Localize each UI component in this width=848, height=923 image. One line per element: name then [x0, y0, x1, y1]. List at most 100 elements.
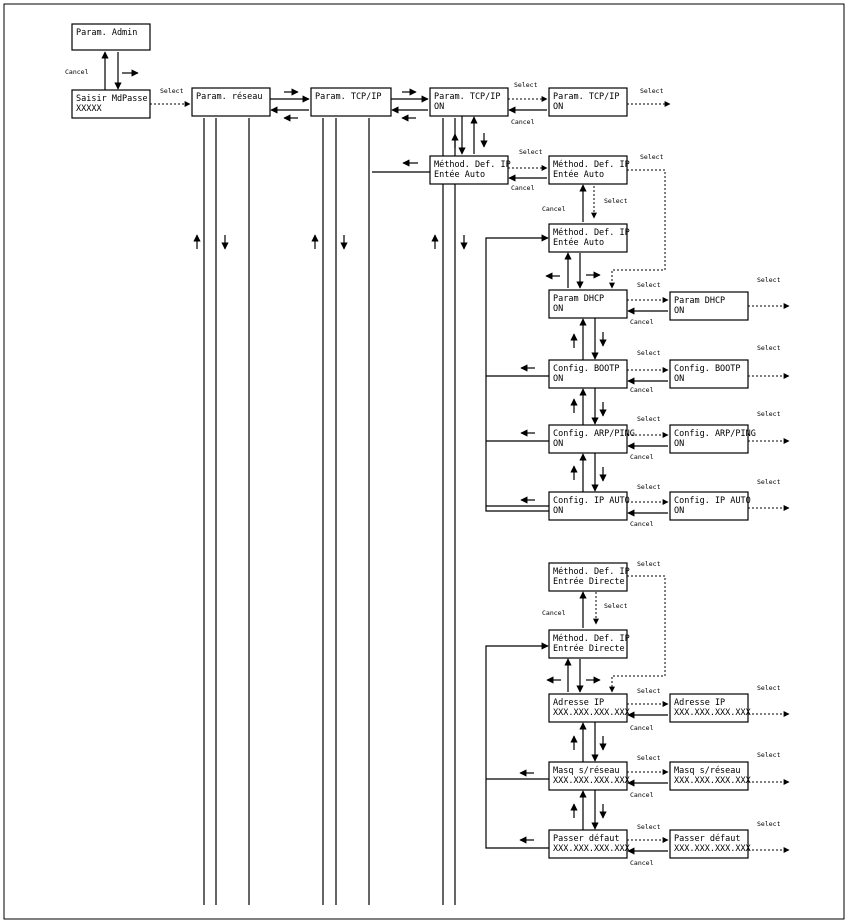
box-mdp-frame — [71, 89, 151, 119]
box-tcpip1-line1: Param. TCP/IP — [315, 92, 382, 102]
box-bootp2-line2: ON — [674, 374, 684, 384]
cancel-label: Cancel — [630, 724, 654, 732]
box-dhcp-line1: Param DHCP — [553, 294, 604, 304]
box-admin-frame — [71, 23, 151, 51]
box-masq2-line2: XXX.XXX.XXX.XXX — [674, 776, 752, 786]
box-passer2-frame — [669, 829, 749, 859]
box-masq-line2: XXX.XXX.XXX.XXX — [553, 776, 631, 786]
box-meth2-line2: Entée Auto — [553, 169, 604, 180]
box-adresse2-line1: Adresse IP — [674, 698, 725, 708]
select-label: Select — [604, 602, 628, 610]
select-label: Select — [640, 153, 664, 161]
box-bootp2-frame — [669, 359, 749, 389]
box-adresse-frame — [548, 693, 628, 723]
cancel-label: Cancel — [630, 520, 654, 528]
box-bootp-frame — [548, 359, 628, 389]
box-meth2-frame — [548, 155, 628, 185]
select-label: Select — [637, 754, 661, 762]
box-passer2-line1: Passer défaut — [674, 833, 741, 844]
box-ipauto-frame — [548, 491, 628, 521]
select-label: Select — [640, 87, 664, 95]
box-masq-frame — [548, 761, 628, 791]
box-dhcp-frame — [548, 289, 628, 319]
select-label: Select — [637, 560, 661, 568]
box-tcpip1: Param. TCP/IP — [310, 87, 392, 117]
box-arp-frame — [548, 424, 628, 454]
select-label: Select — [757, 684, 781, 692]
box-tcpip2-frame — [429, 87, 509, 117]
connector-line — [485, 645, 549, 849]
select-label: Select — [757, 751, 781, 759]
box-bootp-line1: Config. BOOTP — [553, 364, 620, 374]
box-mdp-line2: XXXXX — [76, 104, 102, 114]
cancel-label: Cancel — [542, 205, 566, 213]
box-ipauto-line1: Config. IP AUTO — [553, 496, 630, 506]
box-dhcp2-line1: Param DHCP — [674, 296, 725, 306]
select-label: Select — [514, 81, 538, 89]
cancel-label: Cancel — [511, 118, 535, 126]
connector-lines — [101, 51, 790, 905]
select-label: Select — [757, 820, 781, 828]
cancel-label: Cancel — [542, 609, 566, 617]
box-tcpip3-frame — [548, 87, 628, 117]
cancel-label: Cancel — [511, 184, 535, 192]
connector-line — [609, 169, 666, 289]
box-mdp-line1: Saisir MdPasse — [76, 94, 148, 104]
box-masq-line1: Masq s/réseau — [553, 765, 620, 776]
box-methd2-line2: Entrée Directe — [553, 643, 625, 654]
key-labels: CancelSelectSelectCancelSelectSelectCanc… — [65, 68, 781, 867]
box-ipauto2-line2: ON — [674, 506, 684, 516]
box-passer-frame — [548, 829, 628, 859]
select-label: Select — [757, 478, 781, 486]
box-passer-line2: XXX.XXX.XXX.XXX — [553, 844, 631, 854]
select-label: Select — [757, 410, 781, 418]
box-passer2-line2: XXX.XXX.XXX.XXX — [674, 844, 752, 854]
select-label: Select — [637, 687, 661, 695]
box-methd1-line2: Entrée Directe — [553, 576, 625, 587]
cancel-label: Cancel — [630, 386, 654, 394]
box-methd1-frame — [548, 562, 628, 592]
select-label: Select — [757, 276, 781, 284]
select-label: Select — [637, 483, 661, 491]
select-label: Select — [160, 87, 184, 95]
box-tcpip3-line1: Param. TCP/IP — [553, 92, 620, 102]
box-ipauto2-frame — [669, 491, 749, 521]
box-meth1-line1: Méthod. Def. IP — [434, 159, 511, 170]
select-label: Select — [637, 823, 661, 831]
box-admin: Param. Admin — [71, 23, 151, 51]
box-masq2-line1: Masq s/réseau — [674, 765, 741, 776]
select-label: Select — [519, 148, 543, 156]
box-arp-line1: Config. ARP/PING — [553, 429, 635, 439]
box-masq2-frame — [669, 761, 749, 791]
select-label: Select — [757, 344, 781, 352]
box-arp2-frame — [669, 424, 749, 454]
select-label: Select — [637, 281, 661, 289]
box-tcpip3-line2: ON — [553, 102, 563, 112]
cancel-label: Cancel — [630, 318, 654, 326]
connector-line — [485, 237, 549, 512]
box-meth1-frame — [429, 155, 509, 185]
box-dhcp-line2: ON — [553, 304, 563, 314]
select-label: Select — [637, 349, 661, 357]
box-meth1-line2: Entée Auto — [434, 169, 485, 180]
box-admin-line1: Param. Admin — [76, 28, 137, 38]
